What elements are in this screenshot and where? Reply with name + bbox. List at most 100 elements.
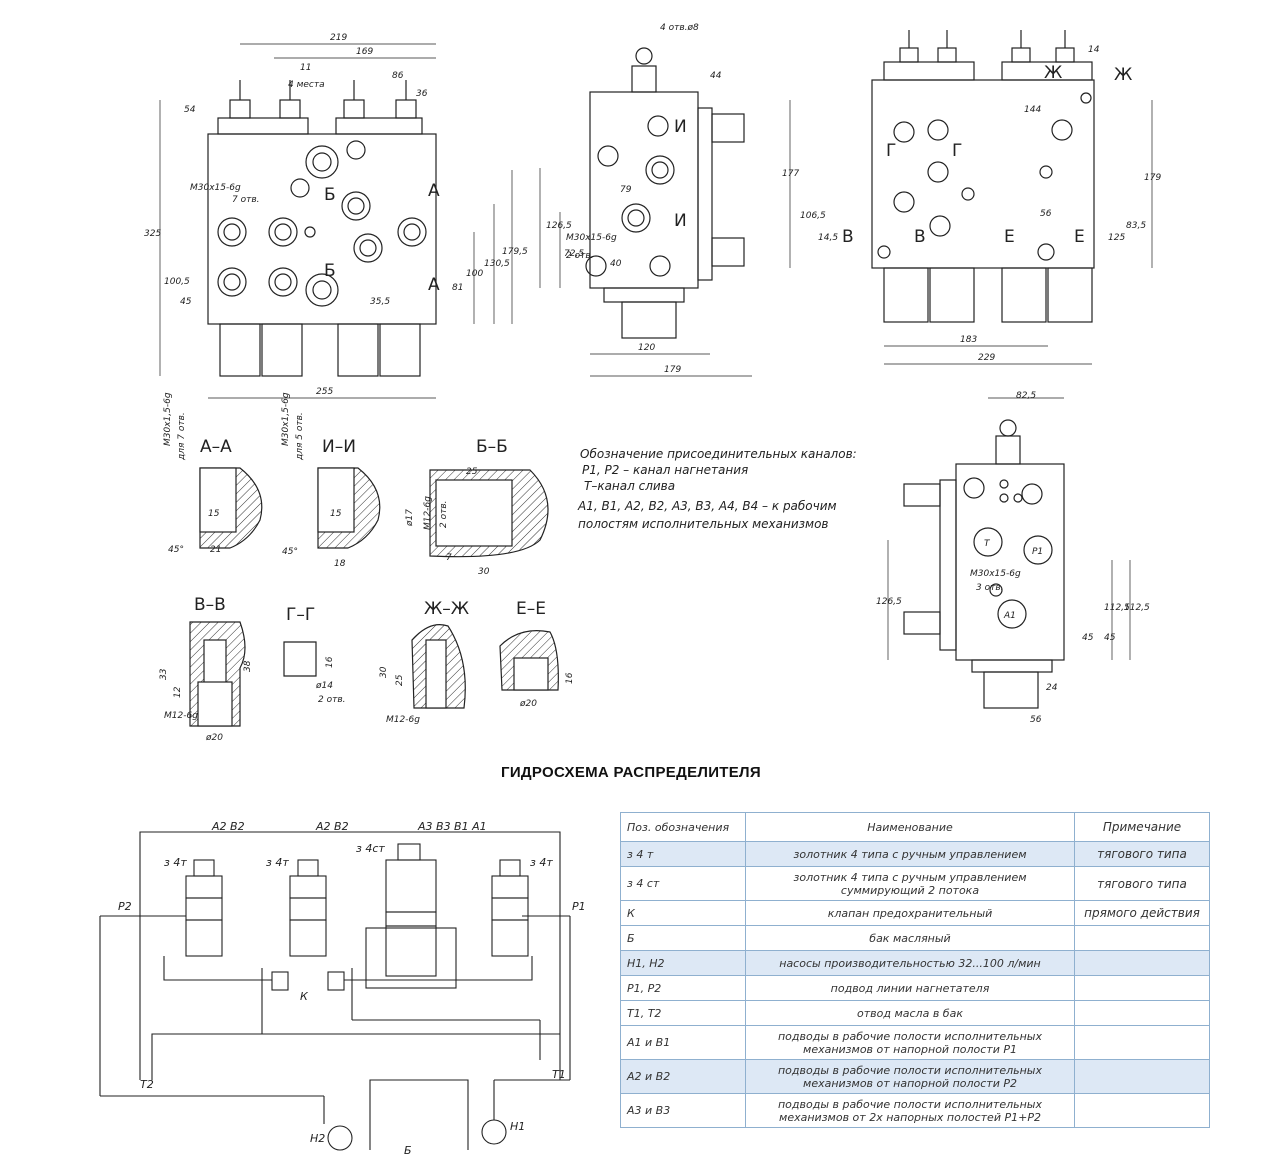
top-view-dims: 14 144 177 106,5 14,5 56 125 83,5 179 18… [782, 45, 1161, 363]
legend-name: подводы в рабочие полости исполнительных… [745, 1025, 1075, 1060]
spool2-type: з 4т [266, 856, 289, 869]
legend-row: Б бак масляный [620, 925, 1210, 951]
dim-179-5: 179,5 [502, 247, 528, 257]
legend-note [1074, 1093, 1210, 1128]
side-view [539, 47, 752, 377]
section-title-v-v: В–В [194, 595, 226, 615]
tank-b: Б [404, 1144, 412, 1157]
dim-106-5: 106,5 [800, 211, 826, 221]
vv-12: 12 [173, 686, 183, 698]
bb-30: 30 [478, 567, 490, 577]
dim-183: 183 [960, 335, 977, 345]
dim-100: 100 [466, 269, 483, 279]
dim-112-5-a: 112,5 [1104, 603, 1130, 613]
section-mark-i-bottom: И [674, 211, 687, 231]
aa-15: 15 [208, 509, 220, 519]
legend-table: Поз. обозначения Наименование Примечание… [620, 812, 1210, 1128]
vv-33: 33 [159, 668, 169, 680]
spool3-port-labels: А3 В3 В1 А1 [417, 820, 487, 833]
section-mark-a-top: А [428, 181, 440, 201]
dim-11: 11 [300, 63, 311, 73]
spool3-type: з 4ст [356, 842, 385, 855]
zhzh-thread: M12-6g [386, 715, 420, 725]
legend-pos: з 4 ст [620, 866, 746, 901]
legend-note [1074, 1059, 1210, 1094]
dim-45-b: 45 [1104, 633, 1116, 643]
section-title-zh-zh: Ж–Ж [424, 599, 469, 619]
relief-valve-k: К [300, 990, 309, 1003]
port-t1: Т1 [552, 1068, 566, 1081]
port-p1-label: P1 [1032, 547, 1043, 557]
legend-name: золотник 4 типа с ручным управлением [745, 841, 1075, 867]
section-mark-g-left: Г [886, 141, 896, 161]
dim-219: 219 [330, 33, 347, 43]
section-title-b-b: Б–Б [476, 437, 508, 457]
note-line-3: Т–канал слива [584, 479, 675, 493]
aa-21: 21 [210, 545, 221, 555]
section-titles: А–А И–И Б–Б В–В Г–Г Ж–Ж Е–Е M30x1,5-6g д… [159, 392, 575, 743]
vv-38: 38 [243, 660, 253, 672]
dim-86: 86 [392, 71, 404, 81]
dim-130-5: 130,5 [484, 259, 510, 269]
legend-note: тягового типа [1074, 866, 1210, 901]
legend-row: К клапан предохранительный прямого дейст… [620, 900, 1210, 926]
spool2-port-labels: А2 В2 [315, 820, 349, 833]
section-title-e-e: Е–Е [516, 599, 546, 619]
section-title-g-g: Г–Г [286, 605, 315, 625]
legend-pos: Н1, Н2 [620, 950, 746, 976]
bb-7: 7 [446, 553, 452, 563]
note-line-1: Обозначение присоединительных каналов: [580, 447, 857, 461]
legend-name: насосы производительностью 32...100 л/ми… [745, 950, 1075, 976]
zhzh-25: 25 [395, 674, 405, 686]
right-thread-label: M30x15-6g [970, 569, 1021, 579]
ii-holes: для 5 отв. [295, 412, 305, 461]
dim-255: 255 [316, 387, 333, 397]
legend-row: Р1, Р2 подвод линии нагнетателя [620, 975, 1210, 1001]
legend-pos: Р1, Р2 [620, 975, 746, 1001]
right-view-dims: 82,5 126,5 M30x15-6g 3 отв. 112,5 112,5 … [876, 391, 1150, 725]
legend-pos: К [620, 900, 746, 926]
spool1-port-labels: А2 В2 [211, 820, 245, 833]
legend-pos: А3 и В3 [620, 1093, 746, 1128]
legend-note [1074, 1025, 1210, 1060]
gg-d14: ø14 [315, 681, 333, 691]
dim-169: 169 [356, 47, 373, 57]
section-mark-g-right: Г [952, 141, 962, 161]
legend-row: А1 и В1 подводы в рабочие полости исполн… [620, 1025, 1210, 1060]
dim-126-5-right: 126,5 [876, 597, 902, 607]
dim-325: 325 [144, 229, 161, 239]
ii-thread: M30x1,5-6g [281, 392, 291, 446]
legend-name: отвод масла в бак [745, 1000, 1075, 1026]
legend-note [1074, 925, 1210, 951]
dim-56: 56 [1040, 209, 1052, 219]
front-holes-label: 7 отв. [232, 195, 260, 205]
legend-row: Н1, Н2 насосы производительностью 32...1… [620, 950, 1210, 976]
zhzh-30: 30 [379, 666, 389, 678]
legend-header-note: Примечание [1074, 812, 1210, 842]
dim-56-right: 56 [1030, 715, 1042, 725]
dim-100-5: 100,5 [164, 277, 190, 287]
dim-36: 36 [416, 89, 428, 99]
dim-229: 229 [978, 353, 995, 363]
section-views [189, 467, 559, 727]
note-line-2: Р1, Р2 – канал нагнетания [582, 463, 748, 477]
legend-row: з 4 ст золотник 4 типа с ручным управлен… [620, 866, 1210, 901]
pump-h1: Н1 [510, 1120, 525, 1133]
dim-79: 79 [620, 185, 632, 195]
bb-d17: ø17 [405, 509, 415, 527]
section-title-a-a: А–А [200, 437, 232, 457]
dim-4-holes-d8: 4 отв.ø8 [660, 23, 699, 33]
ee-16: 16 [565, 672, 575, 684]
dim-45: 45 [180, 297, 192, 307]
right-view [887, 397, 1131, 709]
ii-15: 15 [330, 509, 342, 519]
port-t2: Т2 [140, 1078, 154, 1091]
vv-d20: ø20 [205, 733, 223, 743]
scheme-labels: А2 В2 А2 В2 А3 В3 В1 А1 з 4т з 4т з 4ст … [118, 820, 586, 1157]
dim-54: 54 [184, 105, 196, 115]
front-view-dims: 219 169 11 4 места 86 36 54 325 M30x15-6… [144, 33, 528, 397]
port-p2: Р2 [118, 900, 132, 913]
port-p1: Р1 [572, 900, 586, 913]
right-holes-label: 3 отв. [976, 583, 1004, 593]
